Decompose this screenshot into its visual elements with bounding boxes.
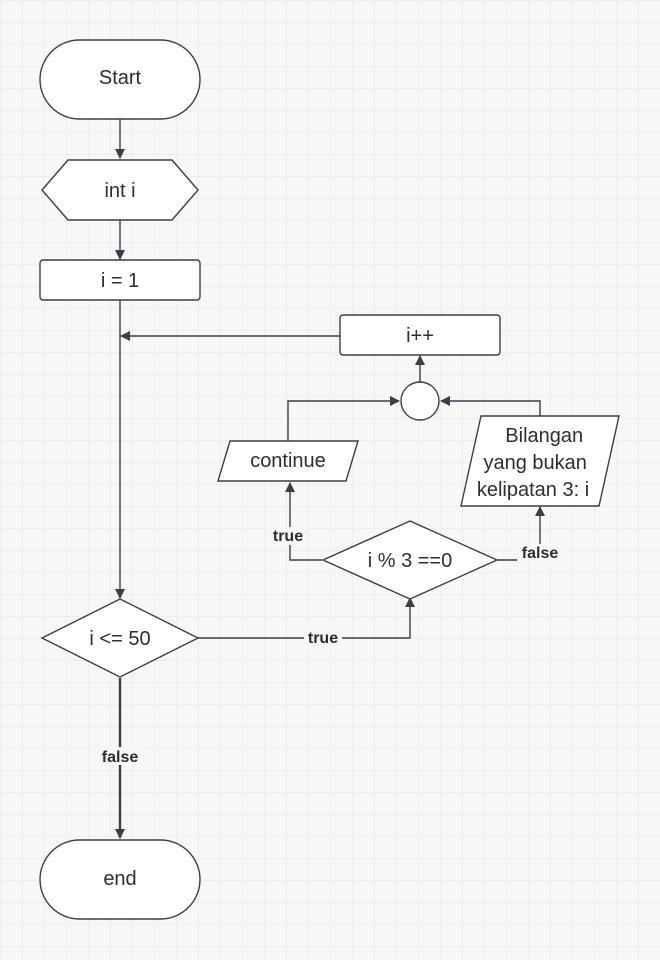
increment-node: i++	[339, 314, 501, 356]
end-label: end	[103, 868, 136, 890]
declare-node: int i	[41, 159, 199, 221]
init-process-box	[39, 259, 201, 301]
loop-true-label: true	[308, 630, 338, 647]
declare-preparation-shape	[41, 159, 199, 221]
output-node: Bilangan yang bukan kelipatan 3: i	[460, 415, 620, 507]
edge-output-to-merge	[440, 396, 541, 416]
output-line-3: kelipatan 3: i	[477, 479, 589, 501]
output-line-2: yang bukan	[484, 452, 587, 474]
output-line-1: Bilangan	[505, 425, 583, 447]
init-label: i = 1	[101, 270, 139, 292]
mod-false-label: false	[522, 545, 559, 562]
mod-condition-label: i % 3 ==0	[368, 550, 453, 572]
start-label: Start	[99, 67, 142, 89]
end-node: end	[39, 839, 201, 920]
start-terminator	[39, 39, 201, 120]
mod-condition-node: i % 3 ==0	[321, 520, 499, 600]
mod-true-label: true	[273, 528, 303, 545]
edge-loop-true	[197, 597, 415, 639]
end-terminator	[39, 839, 201, 920]
merge-connector	[400, 381, 440, 421]
increment-process-box	[339, 314, 501, 356]
edge-continue-to-merge	[287, 396, 400, 441]
output-label: Bilangan yang bukan kelipatan 3: i	[477, 425, 593, 501]
start-node: Start	[39, 39, 201, 120]
mod-true-label-bg	[268, 527, 308, 545]
loop-true-label-bg	[304, 629, 342, 647]
mod-false-label-bg	[517, 544, 563, 562]
mod-decision-diamond	[321, 520, 499, 600]
loop-condition-node: i <= 50	[40, 598, 200, 678]
loop-condition-label: i <= 50	[89, 628, 150, 650]
increment-label: i++	[406, 325, 434, 347]
loop-false-label: false	[102, 749, 139, 766]
continue-node: continue	[217, 440, 359, 482]
loop-decision-diamond	[40, 598, 200, 678]
output-parallelogram	[460, 415, 620, 507]
edge-mod-true	[285, 482, 322, 561]
continue-parallelogram	[217, 440, 359, 482]
declare-label: int i	[104, 180, 135, 202]
loop-false-label-bg	[97, 747, 143, 765]
init-node: i = 1	[39, 259, 201, 301]
continue-label: continue	[250, 450, 326, 472]
